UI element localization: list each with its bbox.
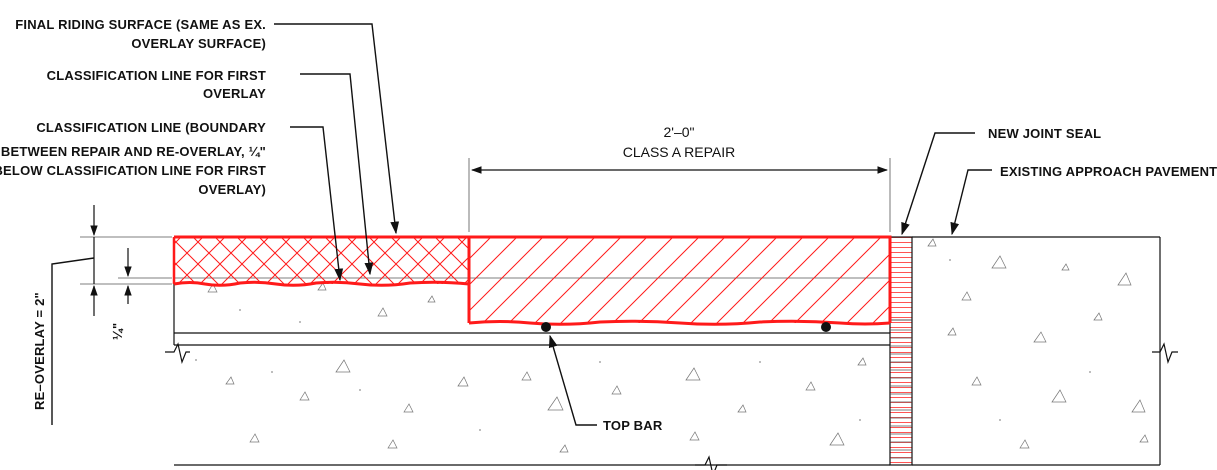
classification-line-boundary-line3: BELOW CLASSIFICATION LINE FOR FIRST (0, 163, 266, 178)
class-a-repair-region (467, 235, 892, 326)
callout-existing-approach-pavement: EXISTING APPROACH PAVEMENT (950, 164, 1217, 236)
callout-classification-line-first-overlay: CLASSIFICATION LINE FOR FIRST OVERLAY (47, 68, 374, 276)
joint-seal (889, 236, 913, 466)
callout-new-joint-seal: NEW JOINT SEAL (901, 126, 1101, 236)
re-overlay-label: RE–OVERLAY = 2" (32, 292, 47, 410)
existing-approach-pavement-label: EXISTING APPROACH PAVEMENT (1000, 164, 1217, 179)
left-dimensions: RE–OVERLAY = 2" ¼" (32, 205, 172, 425)
classification-line-boundary-line4: OVERLAY) (198, 182, 266, 197)
top-bars (541, 322, 831, 332)
top-bar-label: TOP BAR (603, 418, 663, 433)
final-riding-surface-line1: FINAL RIDING SURFACE (SAME AS EX. (15, 17, 266, 32)
callout-final-riding-surface: FINAL RIDING SURFACE (SAME AS EX. OVERLA… (15, 17, 400, 235)
class-a-repair-label: CLASS A REPAIR (623, 144, 736, 160)
callout-classification-line-boundary: CLASSIFICATION LINE (BOUNDARY BETWEEN RE… (0, 120, 344, 282)
final-riding-surface-line2: OVERLAY SURFACE) (131, 36, 266, 51)
classification-line-boundary-line1: CLASSIFICATION LINE (BOUNDARY (36, 120, 266, 135)
re-overlay-region (172, 235, 471, 287)
classification-line-boundary-line2: BETWEEN REPAIR AND RE-OVERLAY, ¼" (1, 144, 266, 159)
quarter-inch-label: ¼" (110, 323, 125, 340)
new-joint-seal-label: NEW JOINT SEAL (988, 126, 1101, 141)
callout-top-bar: TOP BAR (548, 334, 663, 433)
classification-line-first-line2: OVERLAY (203, 86, 266, 101)
aggregate-texture (195, 238, 1149, 453)
top-bar-right (821, 322, 831, 332)
dimension-length-label: 2'–0" (663, 124, 694, 140)
classification-line-first-line1: CLASSIFICATION LINE FOR FIRST (47, 68, 266, 83)
top-bar-left (541, 322, 551, 332)
dimension-class-a-repair: 2'–0" CLASS A REPAIR (468, 124, 891, 232)
approach-pavement (912, 236, 1178, 466)
